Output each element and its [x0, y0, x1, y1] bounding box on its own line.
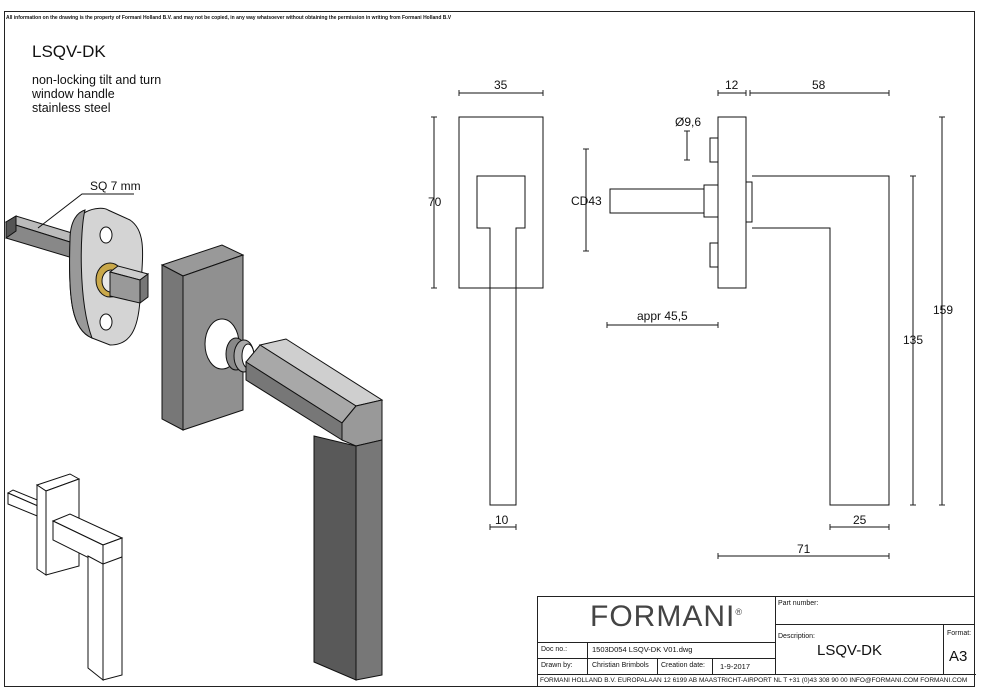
dim-lever-length: 135	[903, 333, 924, 347]
format-value: A3	[949, 648, 968, 665]
square-pin	[108, 265, 150, 304]
sq-leader-line	[37, 193, 134, 229]
dim-projection: 58	[812, 78, 826, 92]
dim-sq: SQ 7 mm	[90, 179, 141, 193]
logo-text: FORMANI	[590, 600, 736, 633]
formani-logo: FORMANI®	[590, 600, 743, 634]
front-view	[431, 90, 544, 530]
creation-date-label: Creation date:	[661, 662, 705, 669]
flat-rose	[160, 244, 245, 431]
dim-front-width: 35	[494, 78, 508, 92]
description-value: LSQV-DK	[817, 642, 883, 659]
doc-no-label: Doc no.:	[541, 646, 568, 653]
exploded-view	[4, 207, 384, 681]
dim-pin-diameter: Ø9,6	[675, 115, 702, 129]
description-line-2: window handle	[32, 87, 115, 101]
drawn-by-label: Drawn by:	[541, 662, 573, 669]
dim-spindle: appr 45,5	[637, 309, 688, 323]
creation-date-value: 1-9-2017	[720, 662, 751, 671]
description-label: Description:	[778, 633, 815, 640]
dim-side-depth: 12	[725, 78, 739, 92]
side-view	[583, 90, 945, 559]
dim-grip-width: 25	[853, 513, 867, 527]
doc-no-value: 1503D054 LSQV-DK V01.dwg	[592, 645, 693, 654]
copyright-notice: All information on the drawing is the pr…	[6, 15, 452, 21]
dim-total-height: 159	[933, 303, 954, 317]
product-title: LSQV-DK	[32, 42, 106, 61]
description-line-1: non-locking tilt and turn	[32, 73, 162, 87]
title-block: FORMANI® Part number: Description: LSQV-…	[537, 596, 976, 687]
handle-lever	[245, 338, 384, 681]
drawing-frame	[4, 11, 975, 687]
dim-front-height: 70	[428, 195, 442, 209]
dim-cd: CD43	[571, 194, 602, 208]
small-iso-view	[6, 473, 124, 682]
part-number-label: Part number:	[778, 600, 819, 607]
dim-lever-width: 10	[495, 513, 509, 527]
format-label: Format:	[947, 630, 972, 637]
logo-mark: ®	[735, 607, 743, 617]
drawn-by-value: Christian Brimbols	[592, 662, 649, 669]
product-description: non-locking tilt and turn window handle …	[32, 73, 161, 115]
company-footer: FORMANI HOLLAND B.V. EUROPALAAN 12 6199 …	[540, 677, 968, 684]
dim-total-projection: 71	[797, 542, 811, 556]
description-line-3: stainless steel	[32, 101, 111, 115]
